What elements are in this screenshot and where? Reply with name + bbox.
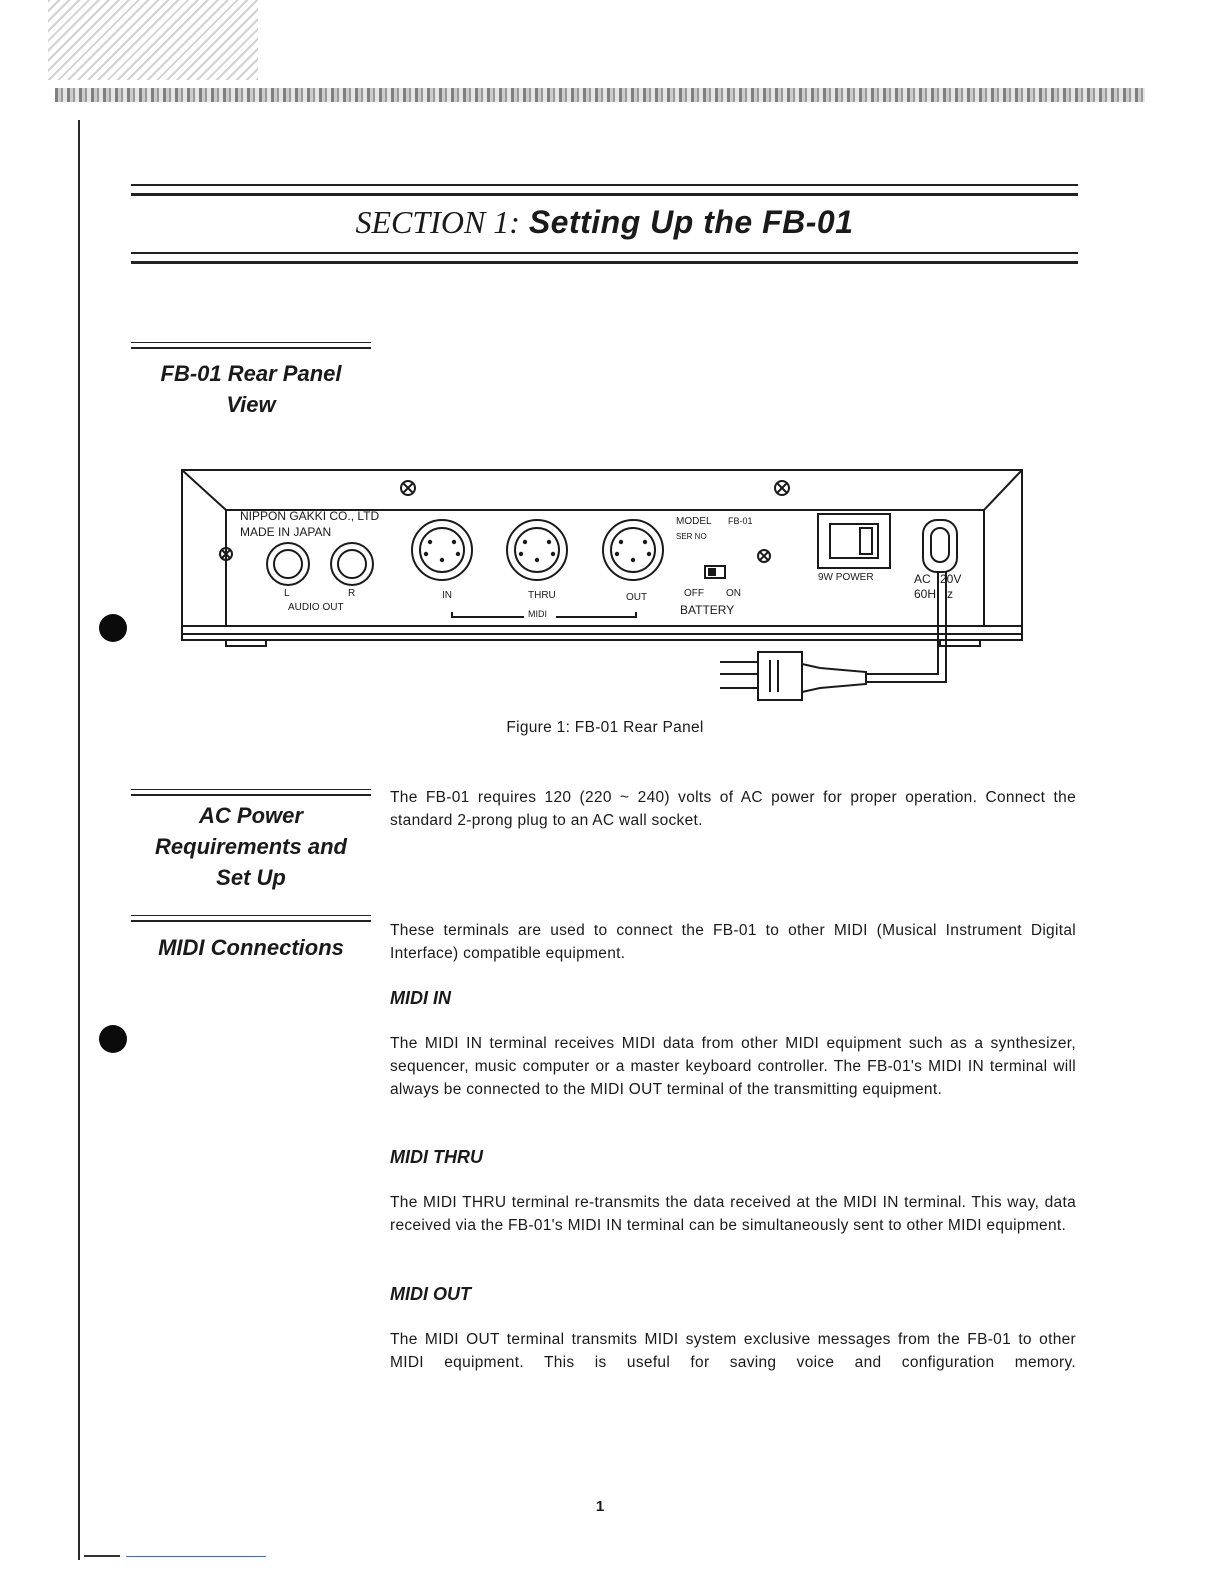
midi-out-paragraph: The MIDI OUT terminal transmits MIDI sys… [390, 1331, 1076, 1371]
ac-power-paragraph: The FB-01 requires 120 (220 ~ 240) volts… [390, 789, 1076, 829]
section-title: SECTION 1: Setting Up the FB-01 [131, 204, 1078, 241]
voltage-label: 20V [940, 572, 961, 586]
scan-mark [84, 1555, 120, 1557]
midi-thru-paragraph: The MIDI THRU terminal re-transmits the … [390, 1194, 1076, 1234]
page-margin-rule [78, 120, 80, 1560]
side-rule [131, 915, 371, 922]
page-number: 1 [595, 1498, 605, 1515]
rear-panel-figure: NIPPON GAKKI CO., LTD MADE IN JAPAN L R … [181, 469, 1023, 701]
midi-in-heading: MIDI IN [390, 988, 451, 1008]
on-label: ON [726, 588, 741, 599]
figure-caption: Figure 1: FB-01 Rear Panel [506, 719, 704, 736]
midi-thru-heading: MIDI THRU [390, 1147, 483, 1167]
side-rule [131, 789, 371, 796]
audio-out-label: AUDIO OUT [288, 602, 344, 613]
audio-r-label: R [348, 588, 355, 599]
serial-label: SER NO [676, 532, 707, 541]
binder-hole [99, 614, 127, 642]
midi-thru-label: THRU [528, 590, 556, 601]
frequency-suffix: z [947, 587, 953, 601]
title-rule-top [131, 184, 1078, 196]
midi-label: MIDI [528, 609, 547, 619]
origin-label: MADE IN JAPAN [240, 525, 331, 539]
audio-l-label: L [284, 588, 290, 599]
off-label: OFF [684, 588, 704, 599]
ac-label: AC [914, 572, 931, 586]
model-label: MODEL [676, 516, 712, 527]
side-rule [131, 342, 371, 349]
title-rule-bottom [131, 252, 1078, 264]
battery-label: BATTERY [680, 603, 734, 617]
scan-noise [48, 0, 258, 80]
midi-in-label: IN [442, 590, 452, 601]
ac-power-heading: AC Power Requirements and Set Up [155, 803, 347, 890]
midi-out-heading: MIDI OUT [390, 1284, 471, 1304]
binder-hole [99, 1025, 127, 1053]
midi-connections-intro: These terminals are used to connect the … [390, 922, 1076, 962]
power-rating-label: 9W POWER [818, 572, 874, 583]
maker-label: NIPPON GAKKI CO., LTD [240, 509, 379, 523]
model-value: FB-01 [728, 516, 753, 526]
section-label: SECTION 1: [355, 204, 520, 240]
scan-edge-band [55, 88, 1145, 102]
midi-in-paragraph: The MIDI IN terminal receives MIDI data … [390, 1035, 1076, 1098]
rear-panel-heading: FB-01 Rear Panel View [160, 361, 342, 417]
midi-out-label: OUT [626, 592, 647, 603]
frequency-label: 60H [914, 587, 936, 601]
scan-underline [126, 1556, 266, 1557]
midi-connections-heading: MIDI Connections [158, 935, 344, 960]
section-heading: Setting Up the FB-01 [528, 204, 854, 240]
